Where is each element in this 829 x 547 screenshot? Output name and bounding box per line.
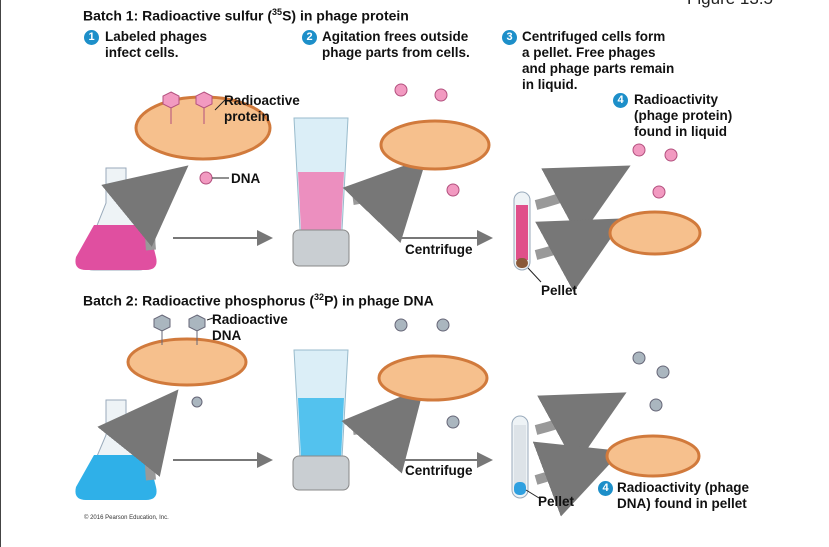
batch2-blender (292, 349, 350, 491)
batch1-agitated-cell (379, 119, 491, 171)
pellet-label-2: Pellet (538, 494, 575, 509)
batch1-blender (292, 117, 350, 267)
phages-gray (153, 314, 670, 429)
batch2-infected-cell (126, 337, 248, 387)
centrifuge-label-2: Centrifuge (405, 463, 473, 478)
pellet-label-1: Pellet (541, 283, 578, 298)
batch2-title: Batch 2: Radioactive phosphorus (32P) in… (83, 292, 434, 309)
batch2-flask (75, 399, 157, 500)
batch1-title: Batch 1: Radioactive sulfur (35S) in pha… (83, 7, 409, 24)
step-4-badge: 4 (613, 93, 628, 108)
batch2-pellet-cell (605, 434, 701, 478)
figure-label: Figure 13.5 (687, 0, 773, 9)
batch2-step-4-badge: 4 (598, 481, 613, 496)
phages-pink (162, 91, 213, 185)
free-phages-pink (394, 83, 678, 199)
batch1-tube (513, 191, 531, 271)
step-1-badge: 1 (84, 30, 99, 45)
batch2-agitated-cell (377, 354, 489, 402)
copyright: © 2016 Pearson Education, Inc. (84, 515, 169, 521)
centrifuge-label-1: Centrifuge (405, 242, 473, 257)
batch1-flask (75, 167, 157, 271)
step-2-badge: 2 (302, 30, 317, 45)
dna-label: DNA (231, 171, 261, 186)
batch2-tube (511, 415, 529, 499)
batch1-pellet-cell (608, 210, 702, 256)
step-3-badge: 3 (502, 30, 517, 45)
step-4-text: Radioactivity(phage protein)found in liq… (634, 92, 733, 139)
